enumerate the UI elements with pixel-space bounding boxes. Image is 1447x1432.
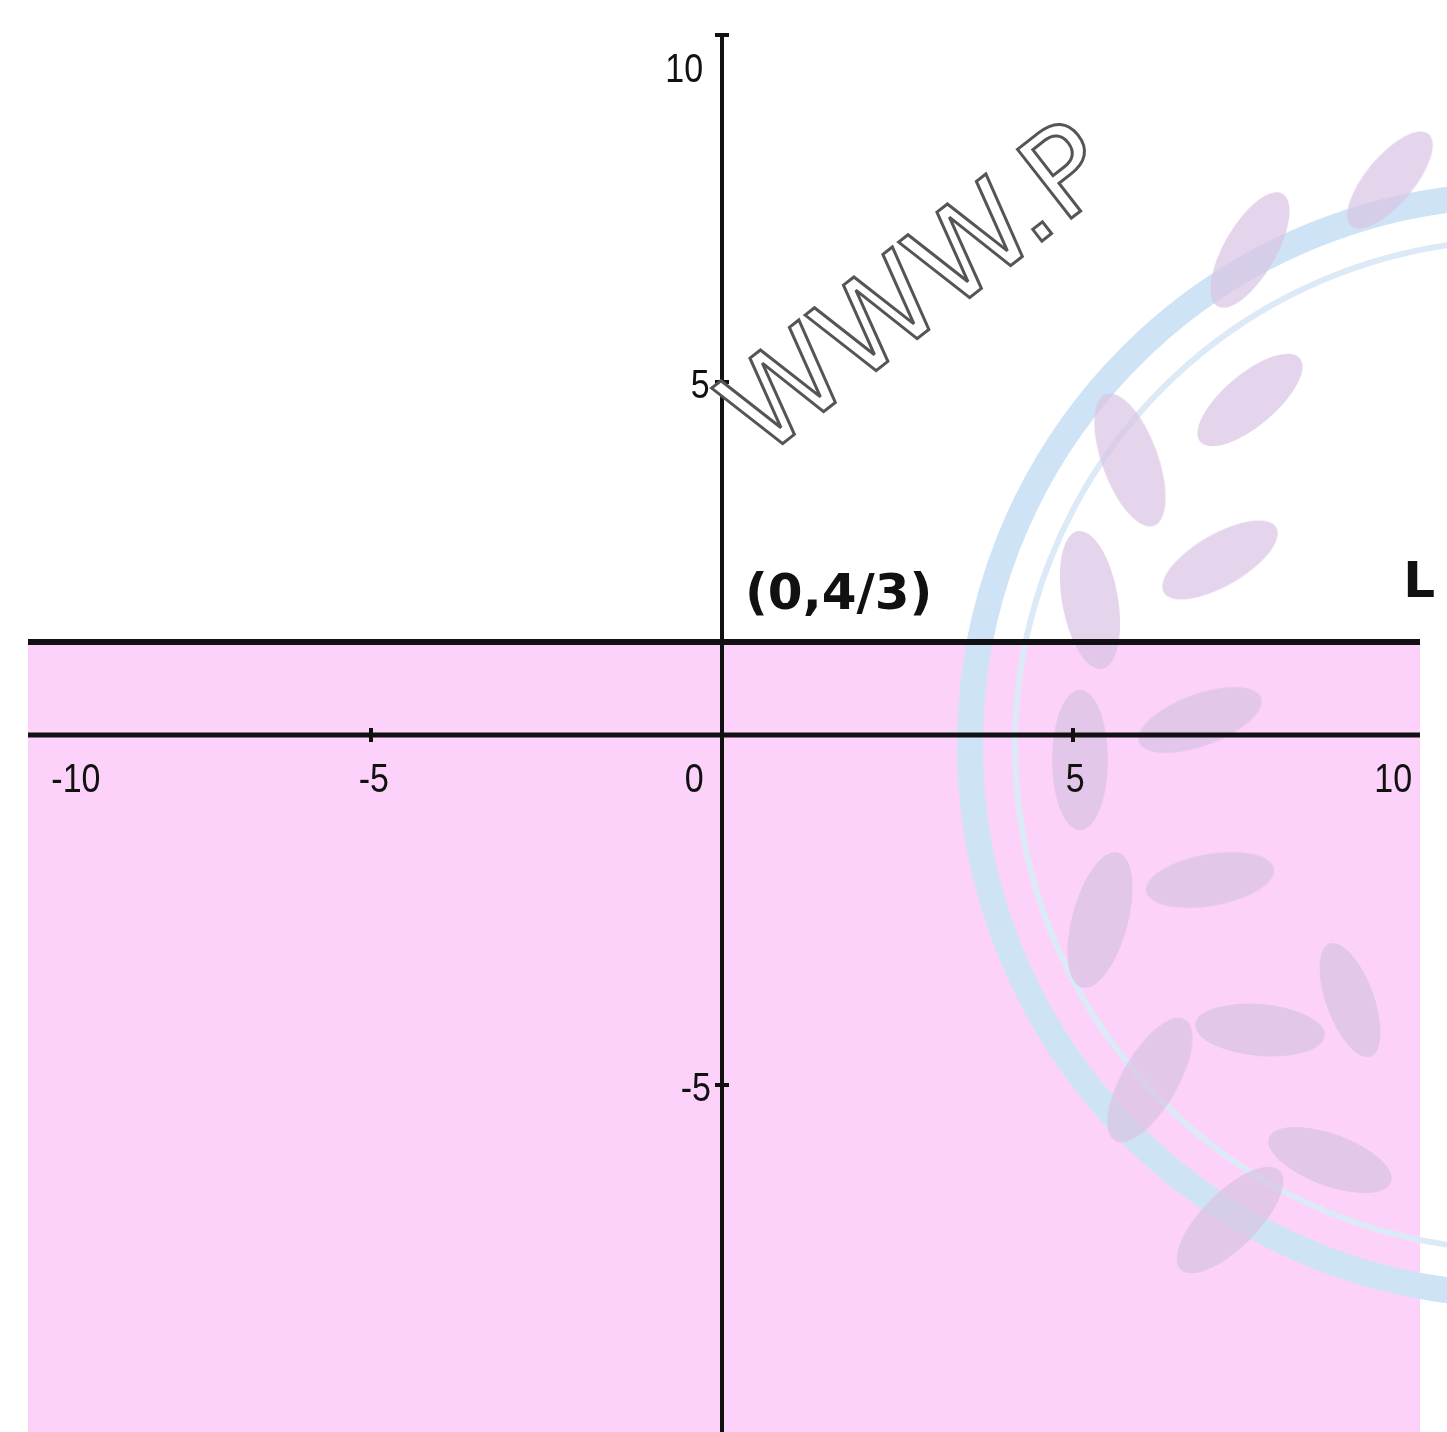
point-label: (0,4/3)	[745, 567, 932, 617]
x-tick-label: -10	[52, 758, 101, 798]
x-tick-label: -5	[359, 758, 389, 798]
x-tick-label: 10	[1374, 758, 1412, 798]
x-tick-label: 5	[1065, 758, 1084, 798]
seal-watermark	[970, 195, 1447, 1295]
line-name: L	[1403, 555, 1435, 605]
laurel-watermark	[1050, 119, 1447, 1290]
y-tick-label: 10	[666, 48, 704, 88]
y-axis	[720, 35, 724, 1432]
seal-watermark-inner	[1015, 240, 1447, 1250]
x-tick-label: 0	[684, 758, 703, 798]
y-tick-label: -5	[680, 1067, 710, 1107]
